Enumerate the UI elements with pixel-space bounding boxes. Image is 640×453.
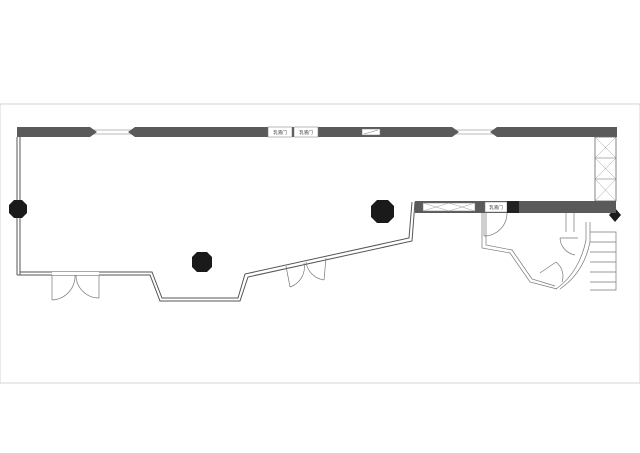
door-top-right: 乳液门 [293,126,319,138]
window-right [452,127,497,137]
storage-shelving [594,136,617,202]
inner-right-wall: 乳液门 [415,201,616,213]
top-wall: 乳液门 乳液门 [17,126,617,138]
drawing-frame [0,103,640,384]
column-right [371,200,394,223]
column-center [192,252,212,272]
column-left [9,200,27,218]
double-door-left [51,272,100,301]
entrance-area [481,212,617,291]
vent-top [361,128,381,136]
door-top-left-label: 乳液门 [273,129,287,136]
door-top-left: 乳液门 [267,126,293,138]
double-door-middle [285,257,327,288]
bottom-wall [17,201,416,302]
door-right-label: 乳液门 [489,204,503,211]
door-top-right-label: 乳液门 [299,129,313,136]
window-left [90,127,135,137]
